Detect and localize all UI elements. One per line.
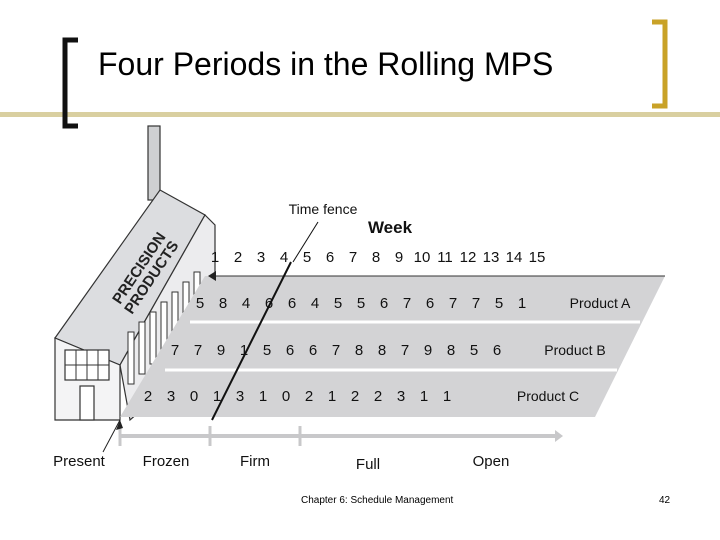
- cell-value: 3: [167, 388, 175, 405]
- cell-value: 1: [259, 388, 267, 405]
- cell-value: 1: [518, 295, 526, 312]
- week-header-10: 10: [414, 249, 431, 266]
- cell-value: 0: [282, 388, 290, 405]
- cell-value: 8: [219, 295, 227, 312]
- cell-value: 5: [196, 295, 204, 312]
- factory-chimney: [148, 126, 160, 200]
- product-label-b: Product B: [544, 342, 605, 358]
- cell-value: 2: [374, 388, 382, 405]
- cell-value: 9: [424, 342, 432, 359]
- cell-value: 7: [332, 342, 340, 359]
- period-open: Open: [473, 453, 510, 470]
- cell-value: 1: [443, 388, 451, 405]
- timeline-arrow: [555, 430, 563, 442]
- time-fence-label: Time fence: [289, 201, 358, 217]
- week-header-7: 7: [349, 249, 357, 266]
- period-frozen: Frozen: [143, 453, 190, 470]
- factory-side-window: [128, 332, 134, 384]
- cell-value: 6: [286, 342, 294, 359]
- cell-value: 5: [495, 295, 503, 312]
- week-header-2: 2: [234, 249, 242, 266]
- cell-value: 1: [328, 388, 336, 405]
- cell-value: 8: [378, 342, 386, 359]
- cell-value: 5: [334, 295, 342, 312]
- cell-value: 6: [380, 295, 388, 312]
- cell-value: 6: [426, 295, 434, 312]
- week-header-6: 6: [326, 249, 334, 266]
- factory-side-window: [150, 312, 156, 364]
- cell-value: 1: [420, 388, 428, 405]
- cell-value: 7: [403, 295, 411, 312]
- cell-value: 7: [171, 342, 179, 359]
- product-label-a: Product A: [570, 295, 631, 311]
- cell-value: 6: [309, 342, 317, 359]
- cell-value: 7: [194, 342, 202, 359]
- cell-value: 2: [305, 388, 313, 405]
- product-label-c: Product C: [517, 388, 579, 404]
- cell-value: 5: [470, 342, 478, 359]
- cell-value: 7: [449, 295, 457, 312]
- week-header-13: 13: [483, 249, 500, 266]
- factory-door: [80, 386, 94, 420]
- period-present: Present: [53, 453, 106, 470]
- period-full: Full: [356, 456, 380, 473]
- cell-value: 0: [190, 388, 198, 405]
- week-header-12: 12: [460, 249, 477, 266]
- week-header-15: 15: [529, 249, 546, 266]
- cell-value: 7: [472, 295, 480, 312]
- cell-value: 3: [397, 388, 405, 405]
- present-pointer: [103, 420, 120, 452]
- cell-value: 8: [447, 342, 455, 359]
- cell-value: 6: [493, 342, 501, 359]
- page-number: 42: [659, 495, 670, 506]
- cell-value: 2: [351, 388, 359, 405]
- cell-value: 2: [144, 388, 152, 405]
- period-firm: Firm: [240, 453, 270, 470]
- week-label: Week: [368, 218, 413, 237]
- footer-text: Chapter 6: Schedule Management: [301, 495, 453, 506]
- factory-side-window: [139, 322, 145, 374]
- week-header-11: 11: [437, 249, 453, 266]
- cell-value: 5: [263, 342, 271, 359]
- week-header-9: 9: [395, 249, 403, 266]
- week-header-8: 8: [372, 249, 380, 266]
- week-header-14: 14: [506, 249, 523, 266]
- week-header-5: 5: [303, 249, 311, 266]
- cell-value: 3: [236, 388, 244, 405]
- week-header-3: 3: [257, 249, 265, 266]
- cell-value: 4: [311, 295, 319, 312]
- period-timeline: Present Frozen Firm Full Open: [53, 420, 563, 473]
- cell-value: 7: [401, 342, 409, 359]
- cell-value: 8: [355, 342, 363, 359]
- week-header-4: 4: [280, 249, 288, 266]
- cell-value: 6: [265, 295, 273, 312]
- cell-value: 6: [288, 295, 296, 312]
- cell-value: 4: [242, 295, 250, 312]
- cell-value: 5: [357, 295, 365, 312]
- week-header-1: 1: [211, 249, 219, 266]
- cell-value: 9: [217, 342, 225, 359]
